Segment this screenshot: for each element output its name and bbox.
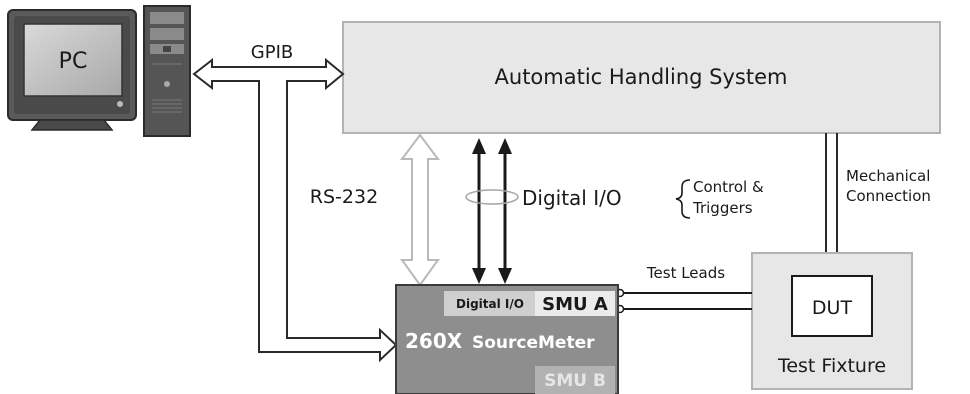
smu-a-panel — [535, 291, 615, 316]
digital-io-port-panel — [444, 291, 535, 316]
pc-label: PC — [59, 49, 88, 74]
control-triggers-line1: Control & — [693, 178, 764, 196]
gpib-bus-arrow — [192, 57, 398, 363]
test-leads-label: Test Leads — [646, 264, 725, 282]
pc-computer-icon — [7, 5, 191, 137]
handler-label: Automatic Handling System — [495, 65, 788, 89]
digital-io-label: Digital I/O — [522, 186, 622, 210]
smu-b-panel — [535, 366, 615, 394]
test-leads-lines — [615, 288, 752, 314]
smu-a-label: SMU A — [542, 294, 608, 315]
control-triggers-line2: Triggers — [692, 199, 753, 217]
dut-box — [791, 275, 873, 337]
automatic-handling-system-box — [342, 21, 941, 134]
brace-symbol — [675, 179, 691, 219]
test-fixture-label: Test Fixture — [777, 355, 886, 377]
dut-label: DUT — [812, 297, 853, 319]
rs232-label: RS-232 — [310, 186, 378, 208]
mechanical-label-line1: Mechanical — [846, 167, 930, 185]
gpib-label: GPIB — [251, 42, 293, 63]
rs232-arrow — [400, 133, 440, 287]
sourcemeter-model-label: 260X — [405, 329, 463, 353]
mechanical-connection-lines — [825, 133, 838, 253]
digital-io-lines — [465, 138, 519, 284]
sourcemeter-name-label: SourceMeter — [472, 333, 595, 353]
sourcemeter-digital-io-label: Digital I/O — [456, 297, 524, 311]
smu-b-label: SMU B — [544, 371, 606, 391]
mechanical-label-line2: Connection — [846, 187, 931, 205]
